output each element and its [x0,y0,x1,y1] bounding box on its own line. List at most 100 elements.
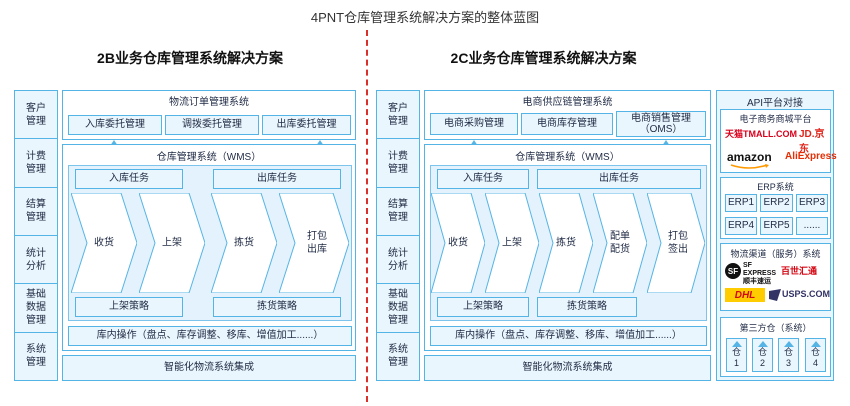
warehouse-3-name: 仓 [783,347,793,357]
left-step-receive-label: 收货 [94,237,114,249]
left-wms-panel: 仓库管理系统（WMS） 入库任务 出库任务 收货 上架 拣货 打包 出库 上架策… [62,144,356,351]
right-scm-panel: 电商供应链管理系统 电商采购管理 电商库存管理 电商销售管理 （OMS） [424,90,711,140]
erp-item-3[interactable]: ERP3 [796,194,828,212]
right-strategy-putaway[interactable]: 上架策略 [437,297,529,317]
left-step-pick[interactable]: 拣货 [211,193,277,293]
api-column: API平台对接 电子商务商城平台 天猫TMALL.COM JD.京东 amazo… [716,90,837,381]
left-sidebar-customer[interactable]: 客户 管理 [15,91,57,140]
warehouse-roof-icon [810,341,821,347]
left-sidebar-system[interactable]: 系统 管理 [26,344,46,369]
left-step-putaway-label: 上架 [162,237,182,249]
tmall-logo[interactable]: 天猫TMALL.COM [725,129,797,139]
left-oms-item-inbound[interactable]: 入库委托管理 [68,115,162,135]
warehouse-roof-icon [783,341,794,347]
left-task-inbound[interactable]: 入库任务 [75,169,183,189]
best-express-logo[interactable]: 百世汇通 [781,266,818,276]
right-scm-title: 电商供应链管理系统 [522,97,613,108]
left-step-pack[interactable]: 打包 出库 [279,193,349,293]
jd-logo[interactable]: JD.京东 [799,129,825,155]
left-step-pack-label: 打包 出库 [307,231,327,255]
usps-eagle-icon [769,289,781,301]
page-title: 4PNT仓库管理系统解决方案的整体蓝图 [310,10,540,25]
erp-item-5[interactable]: ERP5 [760,217,793,235]
api-title: API平台对接 [746,98,804,109]
left-wms-title: 仓库管理系统（WMS） [156,152,262,163]
right-scm-inventory[interactable]: 电商库存管理 [521,113,613,135]
right-sidebar-billing[interactable]: 计费 管理 [377,139,419,188]
third-party-title: 第三方仓（系统） [739,323,812,333]
warehouse-1-name: 仓 [731,347,741,357]
erp-item-2[interactable]: ERP2 [760,194,793,212]
erp-panel: ERP系统 ERP1 ERP2 ERP3 ERP4 ERP5 ...... [720,177,831,239]
erp-item-4[interactable]: ERP4 [725,217,757,235]
left-step-putaway[interactable]: 上架 [139,193,205,293]
right-inventory-ops[interactable]: 库内操作（盘点、库存调整、移库、增值加工......） [430,326,707,346]
amazon-smile-icon [730,164,769,169]
right-sidebar-system[interactable]: 系统 管理 [388,344,408,369]
warehouse-1[interactable]: 仓 1 [726,338,747,372]
left-strategy-pick[interactable]: 拣货策略 [213,297,341,317]
left-oms-title: 物流订单管理系统 [169,97,249,108]
right-step-receive[interactable]: 收货 [431,193,485,293]
left-inventory-ops[interactable]: 库内操作（盘点、库存调整、移库、增值加工......） [68,326,352,346]
right-step-sort-label: 配单 配货 [610,231,630,255]
center-divider [366,30,368,402]
right-strategy-pick[interactable]: 拣货策略 [537,297,637,317]
usps-logo[interactable]: USPS.COM [782,289,831,299]
ecom-panel: 电子商务商城平台 天猫TMALL.COM JD.京东 amazon AliExp… [720,109,837,173]
left-sidebar-billing[interactable]: 计费 管理 [15,139,57,188]
right-scm-sales[interactable]: 电商销售管理 （OMS） [616,111,706,137]
left-sidebar-settlement[interactable]: 结算 管理 [15,188,57,236]
left-step-receive[interactable]: 收货 [71,193,137,293]
erp-item-more[interactable]: ...... [796,217,828,235]
left-integration[interactable]: 智能化物流系统集成 [62,355,356,381]
left-sidebar: 客户 管理 计费 管理 结算 管理 统计 分析 基础 数据 管理 系统 管理 [14,90,58,381]
right-step-pick[interactable]: 拣货 [539,193,593,293]
erp-title: ERP系统 [757,182,794,192]
warehouse-1-num: 1 [733,358,739,368]
dhl-logo: DHL [734,289,756,301]
right-integration[interactable]: 智能化物流系统集成 [424,355,711,381]
left-sidebar-stats[interactable]: 统计 分析 [15,236,57,285]
warehouse-2-name: 仓 [757,347,767,357]
left-oms-item-outbound[interactable]: 出库委托管理 [262,115,351,135]
right-scm-purchase[interactable]: 电商采购管理 [430,113,518,135]
amazon-logo[interactable]: amazon [727,150,772,164]
aliexpress-logo[interactable]: AliExpress [785,151,837,162]
warehouse-2-num: 2 [759,358,765,368]
warehouse-4[interactable]: 仓 4 [805,338,826,372]
right-task-outbound[interactable]: 出库任务 [537,169,701,189]
right-sidebar-stats[interactable]: 统计 分析 [377,236,419,285]
left-sidebar-basedata[interactable]: 基础 数据 管理 [15,284,57,333]
right-sidebar-customer[interactable]: 客户 管理 [377,91,419,140]
left-oms-item-transfer[interactable]: 调拨委托管理 [165,115,259,135]
right-step-pack[interactable]: 打包 签出 [647,193,705,293]
warehouse-2[interactable]: 仓 2 [752,338,773,372]
right-step-pack-label: 打包 签出 [668,231,688,255]
left-task-outbound[interactable]: 出库任务 [213,169,341,189]
warehouse-3[interactable]: 仓 3 [778,338,799,372]
ecom-title: 电子商务商城平台 [739,114,812,124]
logistics-panel: 物流渠道（服务）系统 SF SF EXPRESS 顺丰速运 百世汇通 DHL U… [720,243,831,311]
right-sidebar-basedata[interactable]: 基础 数据 管理 [377,284,419,333]
left-strategy-putaway[interactable]: 上架策略 [75,297,183,317]
sf-express-icon: SF [725,263,741,279]
third-party-panel: 第三方仓（系统） 仓 1 仓 2 仓 3 仓 4 [720,317,831,377]
dhl-badge[interactable]: DHL [725,288,765,302]
right-step-receive-label: 收货 [448,237,468,249]
left-oms-panel: 物流订单管理系统 入库委托管理 调拨委托管理 出库委托管理 [62,90,356,140]
right-step-sort[interactable]: 配单 配货 [593,193,647,293]
warehouse-roof-icon [757,341,768,347]
warehouse-3-num: 3 [785,358,791,368]
left-step-pick-label: 拣货 [234,237,254,249]
right-step-putaway-label: 上架 [502,237,522,249]
svg-text:SF: SF [728,267,738,276]
warehouse-4-num: 4 [812,358,818,368]
right-sidebar-settlement[interactable]: 结算 管理 [377,188,419,236]
right-wms-title: 仓库管理系统（WMS） [515,152,620,163]
sf-express-logo[interactable]: SF EXPRESS 顺丰速运 [743,262,777,285]
erp-item-1[interactable]: ERP1 [725,194,757,212]
right-task-inbound[interactable]: 入库任务 [437,169,529,189]
right-step-pick-label: 拣货 [556,237,576,249]
right-step-putaway[interactable]: 上架 [485,193,539,293]
